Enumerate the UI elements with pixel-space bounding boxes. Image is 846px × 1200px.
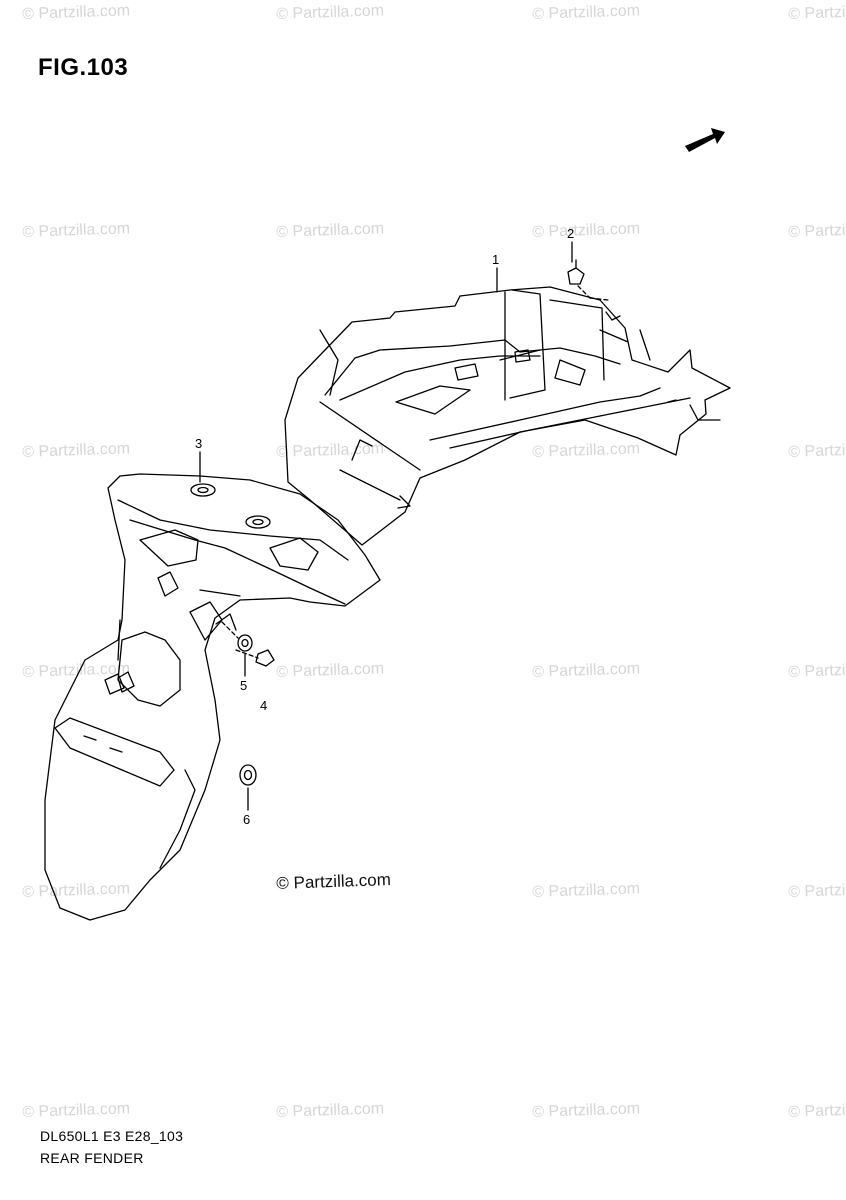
part-number-label: 6 (243, 812, 251, 827)
part-number-label: 4 (260, 698, 268, 713)
part-number-label: 3 (195, 436, 203, 451)
part-number-label: 2 (567, 226, 575, 241)
model-code: DL650L1 E3 E28_103 (40, 1128, 184, 1144)
part-3-rear-fender (44, 473, 381, 921)
forward-arrow-icon (685, 128, 725, 152)
part-1-rear-fender-tray (284, 286, 731, 546)
part-number-label: 1 (492, 252, 500, 267)
part-number-label: 5 (240, 678, 248, 693)
figure-caption: REAR FENDER (40, 1150, 144, 1166)
part-4-bolt (235, 649, 275, 667)
part-6-grommet (239, 764, 257, 786)
part-2-bolt (567, 259, 609, 301)
figure-title: FIG.103 (38, 54, 129, 81)
part-5-washer (221, 621, 253, 652)
